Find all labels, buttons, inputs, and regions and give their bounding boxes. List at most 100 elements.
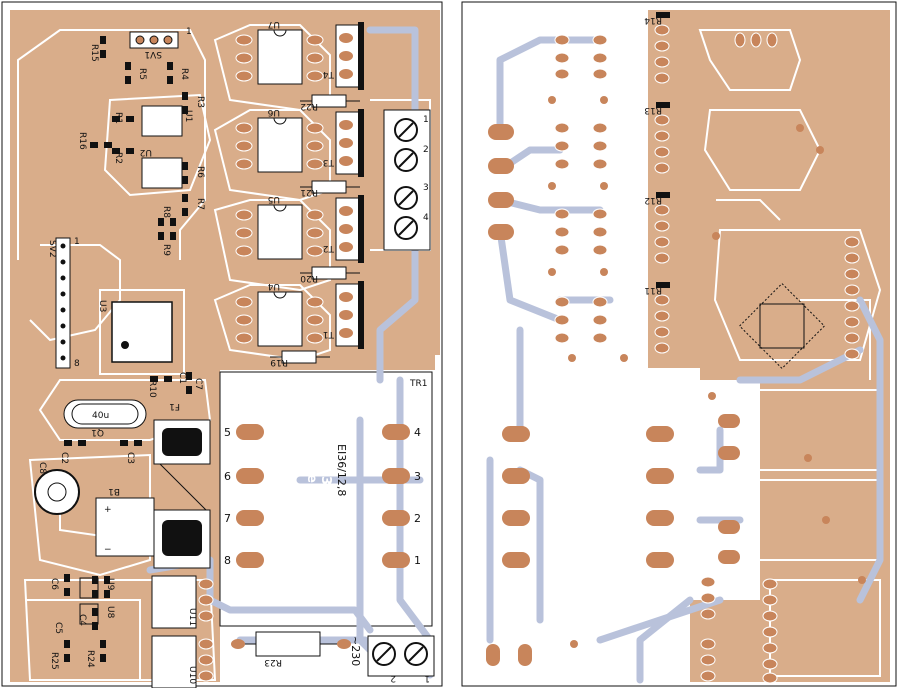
right-large-pads <box>486 124 740 666</box>
transformer-tr1: TR1 EI36/12,8 Danger !!! ~230V 5 6 7 8 4… <box>224 379 427 568</box>
label-r25: R25 <box>49 652 59 670</box>
label-r9: R9 <box>161 244 171 256</box>
label-sv2: SV2 <box>47 240 57 258</box>
label-u2: U2 <box>140 147 152 157</box>
resistor-r20: R20 <box>300 266 360 283</box>
label-c5: C5 <box>53 622 63 634</box>
label-t2: T2 <box>323 243 335 253</box>
label-r21: R21 <box>300 187 318 197</box>
label-r16: R16 <box>77 132 87 150</box>
label-r24: R24 <box>85 650 95 668</box>
ic-pads <box>235 34 324 344</box>
label-r5: R5 <box>137 68 147 80</box>
terminal-block-mains: ~230 2 1 <box>349 635 435 683</box>
ic-u6: U6 <box>257 107 303 173</box>
ic-u8-u9: U8 U9 <box>79 577 115 625</box>
label-u11: U11 <box>187 608 197 626</box>
bridge-minus-mark: − <box>104 545 112 555</box>
tr1-pin-6: 6 <box>224 470 231 483</box>
label-c8: C8 <box>37 462 47 474</box>
mains-pin-1: 1 <box>424 673 430 683</box>
label-r20: R20 <box>300 273 318 283</box>
label-r7: R7 <box>195 198 205 210</box>
header-sv2: SV2 1 8 <box>47 237 80 369</box>
label-r8: R8 <box>161 206 171 218</box>
ic-u3-mcu: U3 <box>97 289 185 375</box>
right-mcu-footprint <box>738 282 826 370</box>
label-r3: R3 <box>195 96 205 108</box>
label-sv1: SV1 <box>144 49 162 59</box>
terminal-block-outputs: 1 2 3 4 <box>383 109 431 251</box>
label-c2: C2 <box>59 452 69 464</box>
label-r13: R13 <box>644 105 662 115</box>
resistor-r19: R19 <box>270 350 330 367</box>
tr1-pin-8: 8 <box>224 554 231 567</box>
ic-u1: U1 <box>141 105 193 137</box>
capacitor-c8 <box>34 469 80 515</box>
transformer-voltage-text: ~230V <box>318 456 333 504</box>
label-u6: U6 <box>267 107 280 117</box>
transformer-warning-text: Danger !!! <box>304 436 319 512</box>
u10-u11-pads <box>198 578 214 682</box>
label-r2: R2 <box>113 152 123 164</box>
label-c6: C6 <box>49 578 59 590</box>
header-sv1: SV1 1 <box>129 27 192 59</box>
label-u9: U9 <box>105 578 115 591</box>
label-r1: R1 <box>113 112 123 124</box>
label-u8: U8 <box>105 606 115 619</box>
right-smd-resistors <box>656 12 670 288</box>
label-b1: B1 <box>108 486 120 496</box>
label-u7: U7 <box>268 19 280 29</box>
right-substrate-main <box>688 10 890 682</box>
label-u4: U4 <box>267 281 280 291</box>
label-c1: C1 <box>177 372 187 384</box>
label-q1-value: 40u <box>92 411 109 421</box>
label-u3: U3 <box>97 300 107 312</box>
bridge-plus-mark: + <box>104 505 112 515</box>
transistor-group: T4 T3 T2 T1 <box>323 22 364 349</box>
right-component-labels: R14 R13 R12 R11 <box>644 15 662 295</box>
axial-resistors: R22 R21 R20 R19 <box>270 94 360 367</box>
small-component-labels: R15 R5 R4 R3 R1 R16 R2 R6 R7 R8 R9 R10 R… <box>37 44 205 670</box>
tr1-pin-2: 2 <box>414 512 421 525</box>
label-q1: Q1 <box>91 427 104 437</box>
label-r15: R15 <box>89 44 99 62</box>
right-board: R14 R13 R12 R11 Danger !!! ~230V <box>461 1 897 687</box>
label-r12: R12 <box>644 195 662 205</box>
ic-group-optocouplers: U7 U6 U5 U4 <box>257 19 303 347</box>
right-copper-outlines <box>698 29 882 677</box>
transistor-t1: T1 <box>323 281 364 349</box>
transistor-t2: T2 <box>323 195 364 263</box>
label-u10: U10 <box>187 666 197 684</box>
crystal-q1: 40u Q1 <box>63 399 147 437</box>
label-t1: T1 <box>323 329 335 339</box>
label-f1: F1 <box>169 401 180 411</box>
ic-u5: U5 <box>257 194 303 260</box>
label-tr1: TR1 <box>409 379 427 389</box>
transistor-t4: T4 <box>323 22 364 90</box>
left-board: U7 U6 U5 U4 <box>1 1 443 688</box>
resistor-r22: R22 <box>300 94 360 111</box>
resistor-r23: R23 <box>231 631 351 667</box>
right-small-pads <box>554 24 860 684</box>
right-warning-text: Danger !!! <box>598 440 613 516</box>
label-r14: R14 <box>644 15 662 25</box>
inductor-block <box>153 463 211 569</box>
right-vias <box>548 96 866 648</box>
ic-u7: U7 <box>257 19 303 85</box>
terminal-pin-3: 3 <box>423 183 429 193</box>
label-r10: R10 <box>147 380 157 398</box>
label-r22: R22 <box>300 101 318 111</box>
ic-u10: U10 <box>151 635 197 688</box>
mains-pin-2: 2 <box>390 673 396 683</box>
tr1-pads-right <box>382 424 410 568</box>
label-sv1-pin1: 1 <box>186 27 192 37</box>
left-substrate-main <box>10 10 435 370</box>
ic-u2: U2 <box>140 147 183 189</box>
label-t4: T4 <box>323 69 335 79</box>
label-r11: R11 <box>644 285 662 295</box>
label-r23: R23 <box>264 657 282 667</box>
label-u5: U5 <box>268 194 280 204</box>
right-voltage-text: ~230V <box>580 452 595 500</box>
